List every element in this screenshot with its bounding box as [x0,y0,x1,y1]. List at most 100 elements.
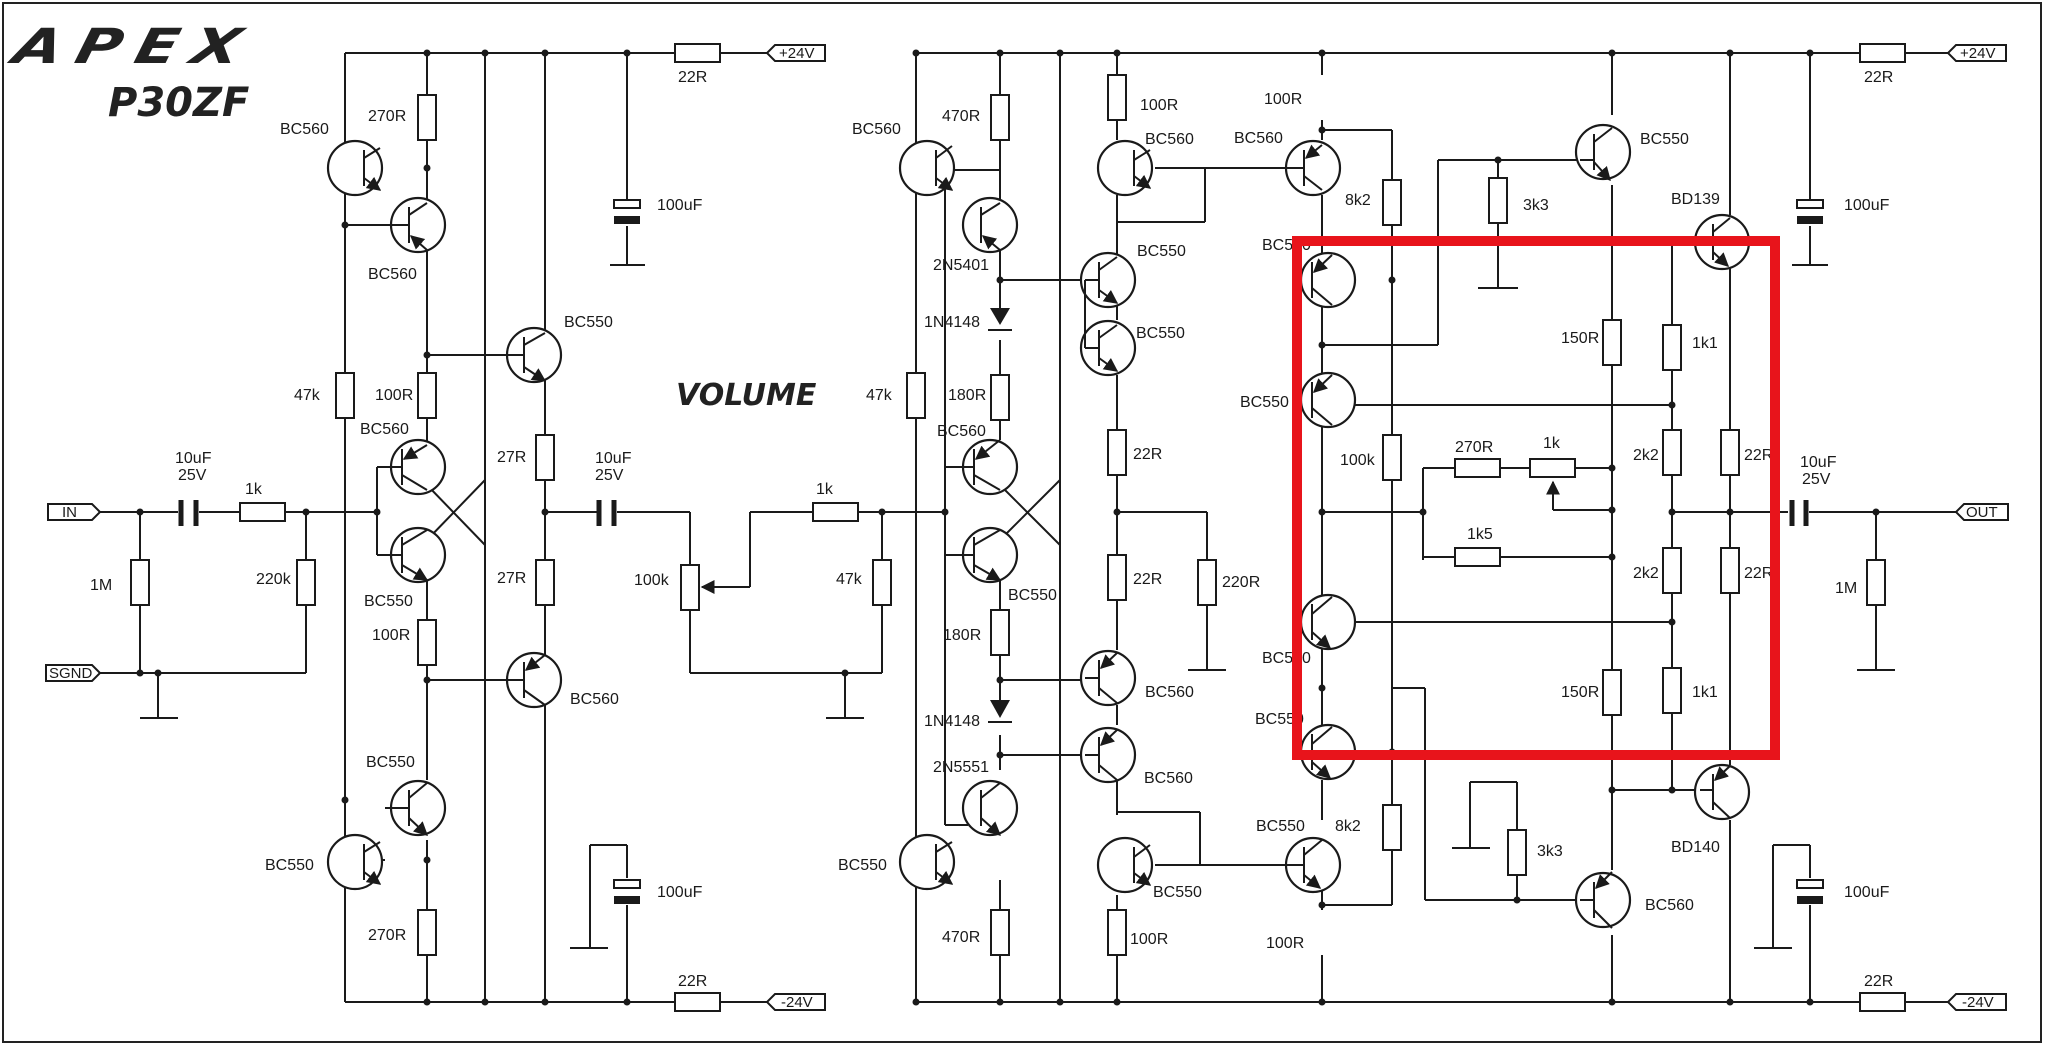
capacitor-100uf-top-left-plate [613,199,641,209]
label-r-470-top: 470R [942,108,980,125]
port-vneg-right: -24V [1946,993,2007,1011]
label-out-q-bc550-d: BC550 [1255,711,1304,728]
label-out-r-out-shunt: 1M [1835,580,1857,597]
label-d-bot: 1N4148 [924,713,980,730]
capacitor-100uf-top-right-plate-neg [1797,216,1823,224]
label-q-out-bot: BC560 [570,691,619,708]
label-22r-bot-left: 22R [678,973,707,990]
label-q-mid-a: BC560 [360,421,409,438]
label-r-top: 270R [368,108,406,125]
label-d-top: 1N4148 [924,314,980,331]
label-out-q-bc550-top-right: BC550 [1640,131,1689,148]
label-q-top-b: BC560 [368,266,417,283]
resistor-22r-supply-bot-right [1859,992,1906,1012]
label-out-r-2k2-b: 2k2 [1633,565,1659,582]
driver-wires [912,49,1226,1006]
transistor-bc560-driver-in-top [898,139,956,197]
resistor-100r-driver-top [1107,74,1127,121]
label-out-r-8k2-bot: 8k2 [1335,818,1361,835]
transistor-bc560-driver-b [1079,649,1137,707]
label-c-supply-top: 100uF [657,197,703,214]
label-out-c-supply-bot: 100uF [1844,884,1890,901]
transistor-bc560-driver-mid [945,438,1019,496]
transistor-bc550-output-b [1299,371,1357,429]
volume-section-label: VOLUME [676,378,817,413]
label-out-q-bd139: BD139 [1671,191,1720,208]
output-stage-wires [1318,49,1956,1006]
label-out-r-100k: 100k [1340,452,1376,469]
resistor-47k-volume [872,559,892,606]
label-r-180-bot: 180R [943,627,981,644]
label-c-in-v: 25V [178,467,207,484]
label-r-180-top: 180R [948,387,986,404]
label-c-out-v: 25V [595,467,624,484]
label-q-bc560-top: BC560 [1145,131,1194,148]
resistor-8k2-bot [1382,804,1402,851]
label-q-bot-a: BC550 [366,754,415,771]
volume-stage-wires [680,502,945,719]
resistor-470r-bot [990,909,1010,956]
label-out-q-bc550-bot: BC550 [1256,818,1305,835]
label-q-2n5401: 2N5401 [933,257,989,274]
label-out-r-1k5: 1k5 [1467,526,1493,543]
label-22r-top-right: 22R [1864,69,1893,86]
capacitor-100uf-bot-left-plate [613,879,641,889]
transistor-bc550-driver-a [1079,251,1137,309]
label-q-bc560-c: BC560 [1144,770,1193,787]
port-sgnd-label: SGND [49,665,93,682]
label-out-trim-1k: 1k [1543,435,1561,452]
label-r-47k-driver: 47k [866,387,893,404]
resistor-27r-a [535,434,555,481]
port-sgnd: SGND [45,664,102,682]
diode-1n4148-bot [988,700,1012,723]
resistor-100r-top-left [417,372,437,419]
resistor-180r-top [990,374,1010,421]
label-out-c-out: 10uF [1800,454,1837,471]
label-pot: 100k [634,572,670,589]
label-out-r-150r-top: 150R [1561,330,1599,347]
capacitor-100uf-top-left-plate-neg [614,216,640,224]
resistor-1k-volume [812,502,859,522]
port-in-label: IN [62,504,77,521]
label-q-bc550-bot: BC550 [1153,884,1202,901]
label-q-out-top: BC550 [564,314,613,331]
label-r-22r-b: 22R [1133,571,1162,588]
label-r-shunt-vol: 47k [836,571,863,588]
transistor-bc550-driver-in-bot [898,833,956,891]
port-out: OUT [1954,503,2009,521]
label-r-100r-top: 100R [375,387,413,404]
label-q-bot-b: BC550 [265,857,314,874]
transistor-bc550-driver-mid [945,526,1019,584]
label-out-c-out-v: 25V [1802,471,1831,488]
label-q-bc550-b: BC550 [1136,325,1185,342]
label-out-r-22r-a: 22R [1744,447,1773,464]
resistor-220k-bias [296,559,316,606]
label-r-in-shunt: 1M [90,577,112,594]
label-r-series-vol: 1k [816,481,834,498]
transistor-bc550-output-bot [1200,836,1342,894]
label-out-r-3k3-top: 3k3 [1523,197,1549,214]
label-r-100r-driver-bot: 100R [1130,931,1168,948]
label-out-r-100r-top: 100R [1264,91,1302,108]
resistor-1m-output [1866,559,1886,606]
label-q-in-top: BC560 [852,121,901,138]
label-out-q-bd140: BD140 [1671,839,1720,856]
preamp-left-wires [341,49,645,1006]
transistor-bc560-output-bot-right [1574,871,1632,929]
resistor-3k3-bot [1507,829,1527,876]
resistor-1m-input [130,559,150,606]
label-r-in-series: 1k [245,481,263,498]
label-r-220r: 220R [1222,574,1260,591]
capacitor-100uf-bot-right-plate-neg [1797,896,1823,904]
label-22r-top-left: 22R [678,69,707,86]
label-out-r-2k2-a: 2k2 [1633,447,1659,464]
resistor-22r-driver-b [1107,554,1127,601]
transistor-bc550-driver-b [1079,280,1137,377]
label-out-r-3k3-bot: 3k3 [1537,843,1563,860]
label-r-47k: 47k [294,387,321,404]
pot-100k-volume [680,564,700,611]
transistor-bc550-q6 [326,833,384,891]
label-out-r-100r-bot: 100R [1266,935,1304,952]
resistor-8k2-top [1382,179,1402,226]
label-r-bot: 270R [368,927,406,944]
